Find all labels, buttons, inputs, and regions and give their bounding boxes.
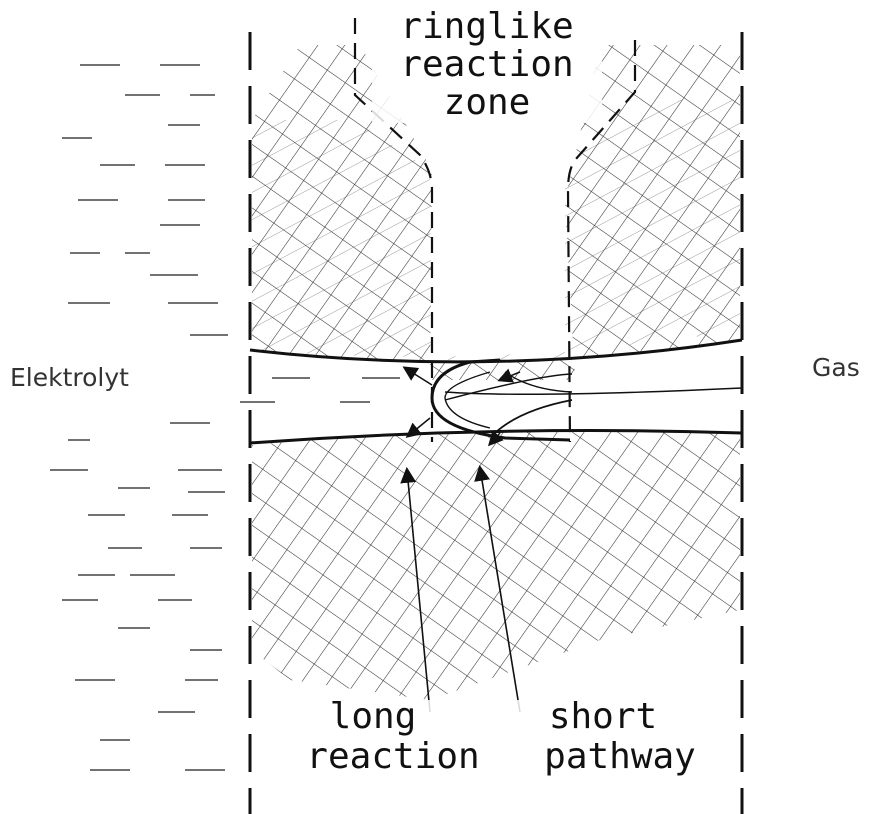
long-reaction-pointer — [400, 466, 431, 713]
short-label-line1: short — [549, 696, 657, 737]
zone-label-line2: reaction — [400, 44, 573, 85]
gas-label: Gas — [812, 353, 860, 382]
labels: ringlike reaction zone Elektrolyt Gas lo… — [10, 6, 860, 777]
short-label-line2: pathway — [544, 736, 696, 777]
label-pointers — [400, 464, 521, 713]
electrolyte-label: Elektrolyt — [10, 363, 129, 392]
reaction-zone-boundaries — [353, 18, 637, 443]
flow-arrows — [402, 366, 521, 447]
long-label-line1: long — [330, 696, 417, 737]
upper-electrode-hatching — [252, 45, 740, 380]
electrolyte-dashes — [50, 64, 400, 771]
electrode-boundaries — [248, 32, 744, 814]
short-pathway-pointer — [474, 464, 521, 713]
zone-label-line1: ringlike — [400, 6, 573, 47]
long-label-line2: reaction — [306, 736, 479, 777]
zone-label-line3: zone — [444, 82, 531, 123]
